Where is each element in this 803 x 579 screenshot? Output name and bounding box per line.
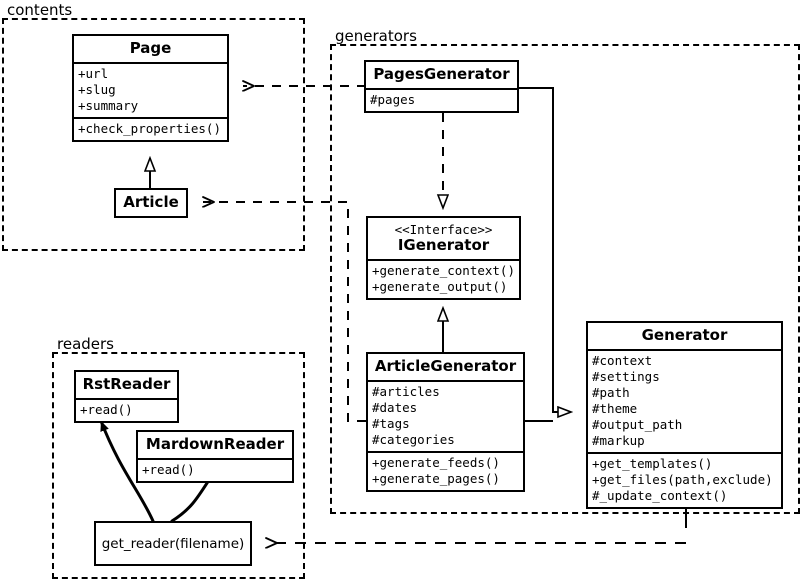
package-generators xyxy=(330,44,800,514)
package-generators-label: generators xyxy=(332,29,420,44)
class-page-title: Page xyxy=(129,39,172,57)
class-rstreader[interactable]: RstReader +read() xyxy=(74,370,179,423)
class-articlegenerator-attributes: #articles #dates #tags #categories xyxy=(368,380,523,451)
class-rstreader-title: RstReader xyxy=(82,375,171,393)
class-pagesgenerator-attributes: #pages xyxy=(366,88,517,111)
class-generator-operations: +get_templates() +get_files(path,exclude… xyxy=(588,452,781,507)
class-article-title: Article xyxy=(123,193,179,211)
class-articlegenerator[interactable]: ArticleGenerator #articles #dates #tags … xyxy=(366,352,525,492)
class-articlegenerator-operations: +generate_feeds() +generate_pages() xyxy=(368,451,523,490)
class-generator-attributes: #context #settings #path #theme #output_… xyxy=(588,349,781,452)
class-igenerator-stereotype: <<Interface>> xyxy=(394,222,493,237)
class-igenerator[interactable]: <<Interface>> IGenerator +generate_conte… xyxy=(366,216,521,300)
class-page[interactable]: Page +url +slug +summary +check_properti… xyxy=(72,34,229,142)
class-articlegenerator-title: ArticleGenerator xyxy=(374,357,517,375)
class-page-attributes: +url +slug +summary xyxy=(74,62,227,117)
package-contents-label: contents xyxy=(4,3,76,18)
package-readers-label: readers xyxy=(54,337,117,352)
class-generator-title: Generator xyxy=(641,326,728,344)
class-igenerator-operations: +generate_context() +generate_output() xyxy=(368,259,519,298)
class-pagesgenerator[interactable]: PagesGenerator #pages xyxy=(364,60,519,113)
function-get-reader-label: get_reader(filename) xyxy=(101,535,245,552)
class-igenerator-title: <<Interface>> IGenerator xyxy=(368,218,519,259)
class-pagesgenerator-title: PagesGenerator xyxy=(373,65,510,83)
class-mardownreader[interactable]: MardownReader +read() xyxy=(136,430,294,483)
class-rstreader-operations: +read() xyxy=(76,398,177,421)
class-mardownreader-title: MardownReader xyxy=(145,435,285,453)
function-get-reader[interactable]: get_reader(filename) xyxy=(94,521,252,566)
package-contents xyxy=(2,18,305,251)
class-generator[interactable]: Generator #context #settings #path #them… xyxy=(586,321,783,509)
class-page-operations: +check_properties() xyxy=(74,117,227,140)
class-mardownreader-operations: +read() xyxy=(138,458,292,481)
package-readers xyxy=(52,352,305,579)
class-article[interactable]: Article xyxy=(114,188,188,218)
